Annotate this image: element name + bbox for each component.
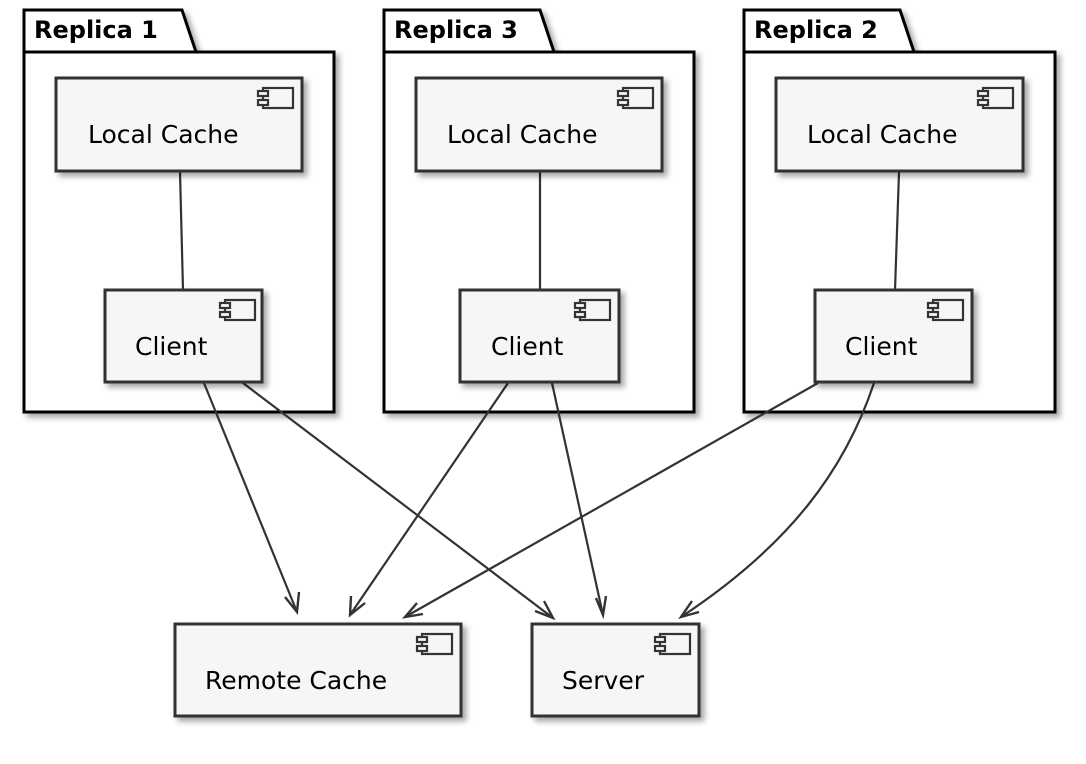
component-icon [573, 298, 612, 322]
component-icon [218, 298, 257, 322]
component-icon [415, 632, 454, 656]
package-title: Replica 3 [394, 16, 518, 44]
edge-local-cache-client-replica-2 [893, 171, 901, 291]
component-label: Local Cache [88, 120, 239, 149]
component-icon [926, 298, 965, 322]
component-replica-1-client[interactable]: Client [103, 288, 264, 384]
edge-replica-2-client-to-remote-cache [401, 382, 819, 619]
component-remote-cache[interactable]: Remote Cache [173, 622, 463, 718]
component-replica-3-local-cache[interactable]: Local Cache [414, 76, 664, 173]
component-label: Client [845, 332, 918, 361]
component-replica-1-local-cache[interactable]: Local Cache [54, 76, 304, 173]
component-label: Remote Cache [205, 666, 387, 695]
edge-replica-1-client-to-server [242, 382, 556, 621]
edge-replica-3-client-to-remote-cache [348, 382, 509, 618]
edge-replica-2-client-to-server [678, 382, 876, 620]
edge-local-cache-client-replica-1 [178, 171, 185, 291]
component-label: Client [491, 332, 564, 361]
component-label: Local Cache [807, 120, 958, 149]
component-icon [653, 632, 692, 656]
component-icon [256, 86, 295, 110]
component-icon [976, 86, 1015, 110]
package-title: Replica 2 [754, 16, 878, 44]
edge-replica-1-client-to-remote-cache [202, 382, 301, 616]
component-icon [616, 86, 655, 110]
component-label: Client [135, 332, 208, 361]
package-title: Replica 1 [34, 16, 158, 44]
component-server[interactable]: Server [530, 622, 701, 718]
component-replica-2-local-cache[interactable]: Local Cache [774, 76, 1025, 173]
component-label: Server [562, 666, 645, 695]
component-replica-3-client[interactable]: Client [458, 288, 621, 384]
component-replica-2-client[interactable]: Client [813, 288, 974, 384]
component-label: Local Cache [447, 120, 598, 149]
edge-replica-3-client-to-server [550, 382, 608, 620]
